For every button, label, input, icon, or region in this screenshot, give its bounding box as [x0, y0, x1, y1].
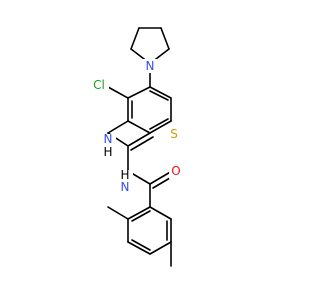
bond-group [107, 27, 176, 267]
bond [149, 206, 172, 220]
atom-label-group: N Cl N H S H N O [89, 59, 183, 194]
bond [131, 239, 151, 251]
bond [149, 241, 172, 255]
molecule-structure: N Cl N H S H N O [89, 27, 183, 267]
bond [127, 86, 151, 99]
bond [107, 206, 129, 220]
atom-label-hydrogen: H [103, 145, 112, 159]
atom-label-oxygen: O [171, 164, 180, 178]
bond [160, 27, 170, 50]
bond [107, 120, 129, 134]
atom-label-background [89, 78, 109, 93]
atom-label-nitrogen: N [104, 132, 113, 146]
atom-label-nitrogen: N [121, 180, 130, 194]
bond [107, 86, 129, 99]
bond [149, 118, 169, 130]
atom-label-background [167, 127, 181, 142]
bond [127, 206, 151, 220]
bond [127, 120, 151, 134]
atom-label-background [117, 170, 133, 192]
atom-label-chlorine: Cl [93, 78, 105, 92]
atom-label-hydrogen: H [120, 168, 129, 182]
bond [149, 170, 173, 185]
bond [130, 136, 154, 151]
atom-label-sulfur: S [170, 127, 178, 141]
bond [149, 86, 172, 99]
bond [127, 132, 151, 147]
bond [131, 210, 151, 222]
atom-label-background [100, 134, 116, 156]
bond [149, 120, 172, 134]
bond [149, 90, 169, 101]
atom-label-nitrogen: N [146, 59, 155, 73]
bond [127, 241, 151, 255]
atom-label-background [169, 164, 183, 179]
atom-label-background [143, 59, 157, 73]
bond [130, 27, 140, 50]
